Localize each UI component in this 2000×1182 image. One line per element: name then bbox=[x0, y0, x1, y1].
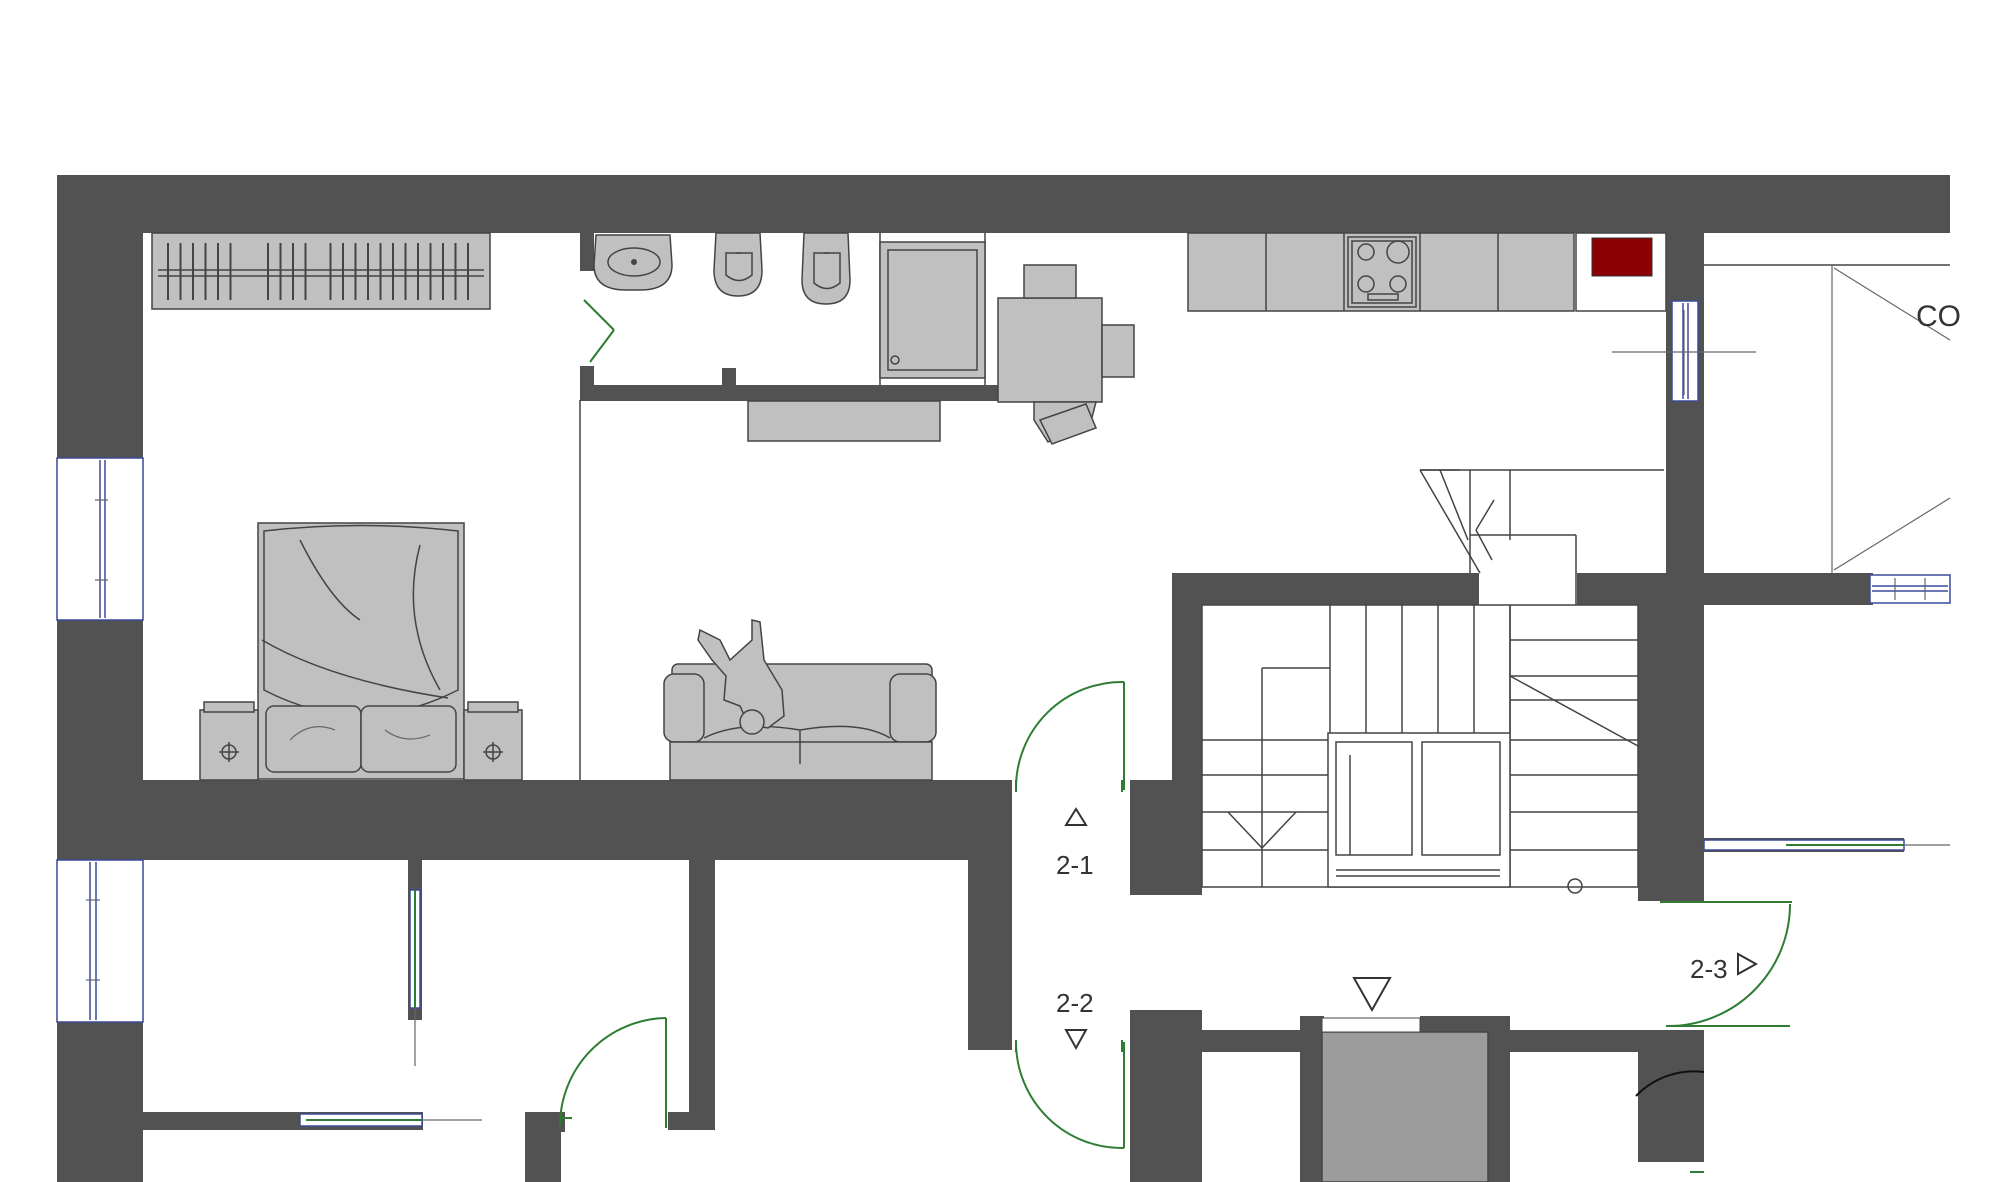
wall-lower-mid-v bbox=[689, 860, 715, 1130]
door-2-1[interactable] bbox=[1015, 680, 1125, 792]
arrow-2-3 bbox=[1737, 952, 1759, 976]
toilet bbox=[801, 232, 851, 305]
stove[interactable] bbox=[1347, 236, 1417, 308]
wall-lower-right bbox=[1638, 1030, 1704, 1162]
wall-stair-top-right bbox=[1577, 573, 1873, 605]
window-lower-left bbox=[299, 1113, 482, 1127]
wall-lower-mid-h bbox=[668, 1112, 715, 1130]
wall-stair-left-block bbox=[1130, 780, 1202, 895]
wall-middle bbox=[57, 780, 1012, 860]
wall-lift-shaft-r bbox=[1488, 1016, 1510, 1182]
wall-stair-right bbox=[1638, 573, 1704, 901]
wall-corridor-left bbox=[968, 860, 1012, 1050]
wall-bath-left-post bbox=[580, 233, 594, 271]
dining-table[interactable] bbox=[997, 264, 1135, 445]
wall-bath-left-post2 bbox=[580, 366, 594, 386]
bath-cabinet bbox=[747, 400, 941, 442]
wall-lift-top-l bbox=[1300, 1016, 1324, 1032]
door-lower-right[interactable] bbox=[1635, 1070, 1705, 1173]
wall-bath-partition bbox=[580, 385, 998, 401]
window-right-upper bbox=[1869, 574, 1951, 604]
windows bbox=[56, 300, 1951, 1127]
wardrobe-hangers bbox=[167, 243, 469, 300]
arrow-2-2 bbox=[1064, 1029, 1088, 1051]
person-figure bbox=[697, 619, 785, 735]
bed[interactable] bbox=[257, 522, 465, 780]
door-2-3[interactable] bbox=[1660, 901, 1792, 1028]
wardrobe bbox=[151, 232, 491, 310]
lift-shaft-lower bbox=[1321, 1017, 1489, 1182]
wall-left bbox=[57, 175, 143, 1182]
wall-lift-top-r bbox=[1420, 1016, 1510, 1032]
arrow-2-1 bbox=[1064, 807, 1088, 826]
label-door-2-1: 2-1 bbox=[1056, 850, 1094, 880]
shower bbox=[879, 241, 986, 379]
sofa[interactable] bbox=[663, 663, 937, 781]
label-door-2-2: 2-2 bbox=[1056, 988, 1094, 1018]
window-lower-divider bbox=[409, 889, 421, 1066]
radiator bbox=[1591, 237, 1653, 277]
wall-lift-shaft-l bbox=[1300, 1016, 1322, 1182]
label-door-2-3: 2-3 bbox=[1690, 954, 1728, 984]
wall-lower-door-left-h bbox=[525, 1112, 565, 1132]
nightstand-left bbox=[199, 701, 259, 781]
wall-kitchen-right-cap bbox=[1666, 265, 1704, 301]
bathtub-sink bbox=[593, 234, 673, 291]
bidet bbox=[713, 232, 763, 297]
window-right-lower bbox=[1703, 839, 1950, 851]
stairs-upper bbox=[1419, 469, 1664, 605]
window-left-lower bbox=[56, 859, 144, 1023]
bathroom-door[interactable] bbox=[583, 299, 615, 363]
lift-cabin bbox=[1327, 732, 1511, 888]
window-kitchen bbox=[1612, 300, 1756, 402]
label-room-partial: CO bbox=[1916, 300, 1961, 333]
door-2-2[interactable] bbox=[1015, 1040, 1125, 1150]
room-co bbox=[1833, 267, 1951, 571]
nightstand-right bbox=[463, 701, 523, 781]
wall-stair-top bbox=[1172, 573, 1479, 605]
wall-top bbox=[57, 175, 1950, 233]
door-lower-room[interactable] bbox=[559, 1017, 667, 1128]
window-left-upper bbox=[56, 457, 144, 621]
arrow-lift bbox=[1352, 977, 1392, 1013]
wall-bath-stub bbox=[722, 368, 736, 388]
